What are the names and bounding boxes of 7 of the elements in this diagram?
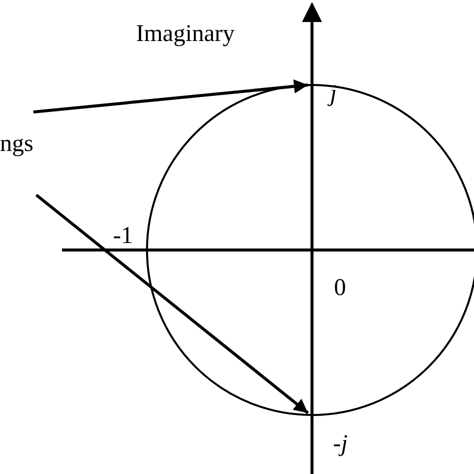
axis-label: Imaginary — [136, 22, 235, 46]
leader-arrow — [33, 79, 308, 114]
tick-label: -1 — [113, 224, 133, 248]
point-label: -j — [333, 432, 348, 456]
leader-arrow — [35, 194, 309, 414]
origin-label: 0 — [334, 276, 346, 300]
axis-label: ngs — [0, 132, 34, 156]
